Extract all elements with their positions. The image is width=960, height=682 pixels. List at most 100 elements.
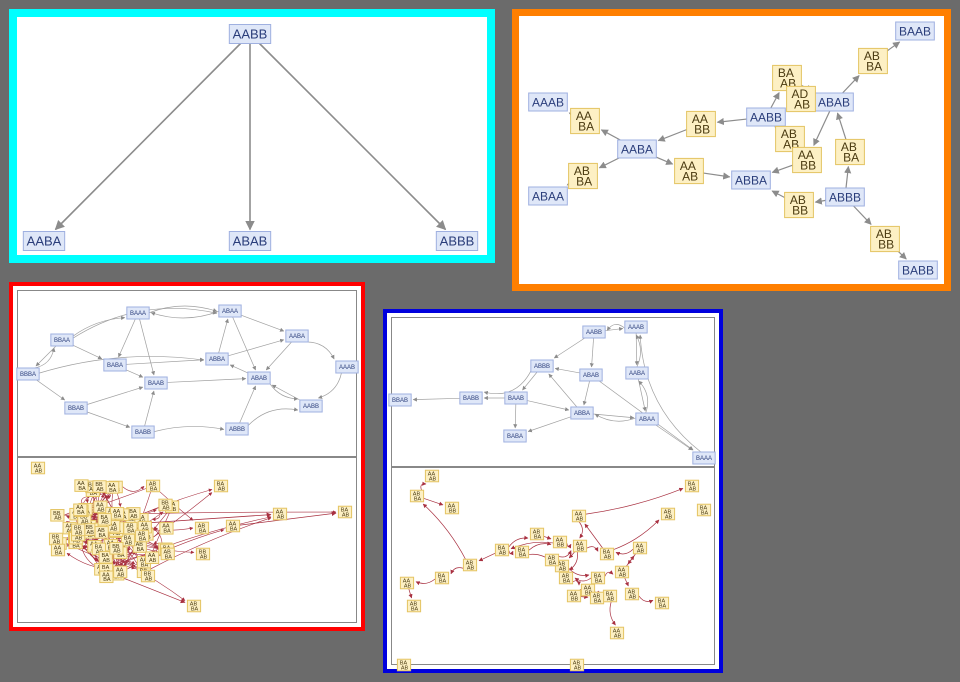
node-aaba: AABA <box>22 231 66 251</box>
rule-rhs: BA <box>594 598 602 604</box>
graph-edge <box>638 595 654 604</box>
rule-rhs: AB <box>53 539 61 545</box>
node-label: BAAB <box>508 396 524 402</box>
graph-edge <box>594 413 636 422</box>
rule-lhs: BA <box>102 565 110 571</box>
rule-node: ABBA <box>544 553 560 566</box>
rule-node: ABBB <box>784 191 814 219</box>
graph-edge <box>239 385 256 424</box>
rule-rhs: AB <box>81 519 89 525</box>
rule-node: ABBA <box>94 526 109 539</box>
graph-edge <box>887 41 901 52</box>
graph-edge <box>271 384 301 401</box>
rule-lhs: BA <box>594 573 602 579</box>
node-abba: ABBA <box>731 170 771 190</box>
rule-lhs: AA <box>109 522 117 528</box>
graph-edge <box>844 165 852 189</box>
rule-rhs: AB <box>96 487 104 493</box>
rule-node: AABA <box>225 519 241 532</box>
graph-edge <box>554 367 580 374</box>
rule-rhs: BA <box>137 547 145 553</box>
rule-lhs: BA <box>603 549 611 555</box>
rule-lhs: AB <box>198 523 206 529</box>
node-baab: BAAB <box>895 21 935 41</box>
rule-node: BAAB <box>213 479 229 492</box>
rule-lhs: AB <box>548 555 556 561</box>
rule-lhs: AA <box>576 541 584 547</box>
rule-rhs: AB <box>113 549 121 555</box>
rule-lhs: BA <box>700 505 708 511</box>
rule-node: ABBA <box>409 489 425 502</box>
rule-rhs: BA <box>114 514 122 520</box>
graph-edge <box>153 540 159 545</box>
node-aaab: AAAB <box>528 92 568 112</box>
graph-edge <box>584 523 603 549</box>
rule-node: BBAB <box>158 498 173 511</box>
rule-lhs: AA <box>556 537 564 543</box>
rule-node: ABAB <box>624 587 640 600</box>
graph-edge <box>626 555 635 567</box>
rule-lhs: BB <box>80 514 88 520</box>
rule-node: AAAB <box>399 576 415 589</box>
graph-p4-bottom: AAABABBAAABBBAABABABBABAAAABABBAAABBBAAB… <box>396 469 712 671</box>
rule-rhs: BB <box>585 590 593 596</box>
rule-rhs: AB <box>665 514 673 520</box>
rule-lhs: AA <box>140 558 148 564</box>
graph-edge <box>412 397 460 402</box>
node-abab: ABAB <box>814 92 854 112</box>
rule-lhs: AB <box>876 227 892 241</box>
rule-rhs: BA <box>534 534 542 540</box>
rule-rhs: AB <box>342 512 350 518</box>
rule-node: AABA <box>99 570 114 583</box>
graph-edge <box>423 498 444 506</box>
rule-node: BBAB <box>71 523 86 536</box>
graph-edge <box>54 42 242 231</box>
rule-rhs: BA <box>109 488 117 494</box>
node-label: ABBA <box>209 357 225 363</box>
node-label: ABBB <box>534 364 550 370</box>
graph-edge <box>150 517 272 570</box>
node-aaab: AAAB <box>624 320 648 334</box>
rule-rhs: BB <box>878 238 894 252</box>
node-label: ABBB <box>440 234 475 249</box>
rule-rhs: BA <box>77 510 85 516</box>
rule-lhs: BB <box>53 511 61 517</box>
graph-edge <box>598 157 620 169</box>
node-abab: ABAB <box>247 371 271 385</box>
edge-layer <box>412 324 702 453</box>
graph-edge <box>39 356 205 374</box>
rule-lhs: AB <box>533 529 541 535</box>
rule-rhs: AB <box>73 539 81 545</box>
rule-lhs: AB <box>164 549 172 555</box>
rule-node: BAAB <box>684 479 700 492</box>
rule-lhs: AA <box>96 502 104 508</box>
rule-lhs: BA <box>124 535 132 541</box>
rule-rhs: BA <box>578 120 594 134</box>
graph-edge <box>770 91 780 109</box>
graph-edge <box>553 337 586 359</box>
rule-rhs: BA <box>150 486 158 492</box>
graph-edge <box>593 413 635 420</box>
graph-edge <box>898 251 907 260</box>
graph-edge <box>527 400 570 412</box>
node-aabb: AABB <box>228 24 272 44</box>
rule-rhs: AB <box>794 98 810 112</box>
graph-edge <box>569 551 578 571</box>
rule-lhs: BA <box>129 509 137 515</box>
rule-rhs: BB <box>571 596 579 602</box>
rule-rhs: AB <box>604 554 612 560</box>
rule-rhs: AB <box>682 170 698 184</box>
node-baaa: BAAA <box>126 306 150 320</box>
rule-lhs: AB <box>562 573 570 579</box>
rule-node: ABBA <box>589 591 605 604</box>
graph-edge <box>589 337 594 368</box>
rule-rhs: AB <box>110 527 118 533</box>
node-label: BABB <box>135 430 151 436</box>
rule-rhs: AB <box>169 507 177 513</box>
rule-rhs: AB <box>145 576 153 582</box>
node-bbaa: BBAA <box>50 333 74 347</box>
rule-node: AABB <box>792 146 822 174</box>
node-bbab: BBAB <box>388 393 412 407</box>
rule-lhs: BA <box>498 545 506 551</box>
